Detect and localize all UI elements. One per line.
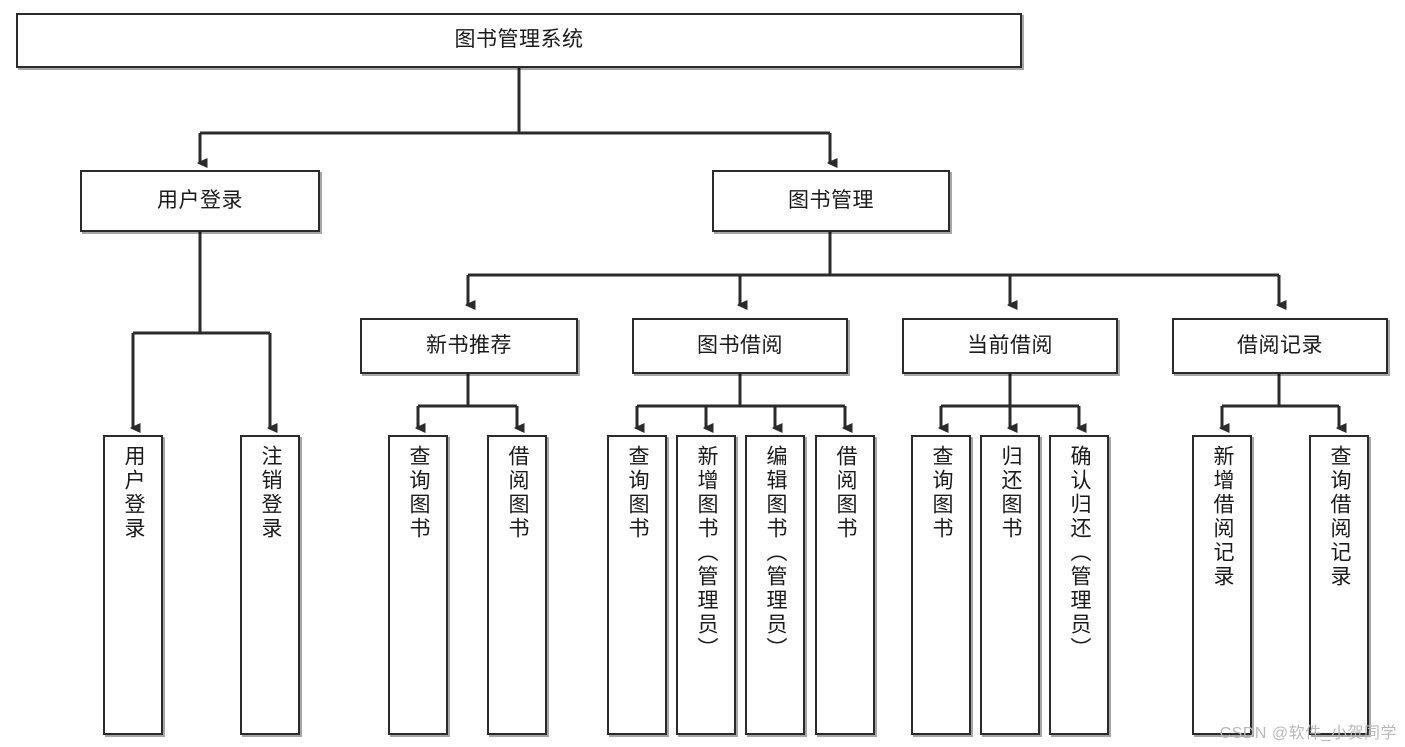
node-new-book-recommend-label: 新书推荐	[426, 333, 512, 357]
leaf-borrow-borrow-book[interactable]: 借阅图书	[815, 435, 875, 735]
leaf-user-login-logout[interactable]: 注销登录	[240, 435, 300, 735]
node-new-book-recommend[interactable]: 新书推荐	[360, 318, 578, 374]
leaf-label: 借阅图书	[506, 445, 530, 541]
leaf-label: 新增图书（管理员）	[695, 445, 719, 661]
node-current-borrow-label: 当前借阅	[967, 333, 1053, 357]
leaf-label: 借阅图书	[834, 445, 858, 541]
leaf-record-add-record[interactable]: 新增借阅记录	[1192, 435, 1252, 735]
leaf-current-return-book[interactable]: 归还图书	[980, 435, 1040, 735]
node-root[interactable]: 图书管理系统	[16, 13, 1022, 68]
leaf-label: 用户登录	[122, 445, 146, 541]
node-book-borrow[interactable]: 图书借阅	[632, 318, 848, 374]
leaf-label: 查询借阅记录	[1328, 445, 1352, 589]
leaf-label: 注销登录	[259, 445, 283, 541]
node-user-login-label: 用户登录	[157, 188, 243, 212]
leaf-label: 确认归还（管理员）	[1068, 445, 1092, 661]
leaf-label: 查询图书	[407, 445, 431, 541]
leaf-label: 归还图书	[999, 445, 1023, 541]
node-current-borrow[interactable]: 当前借阅	[902, 318, 1118, 374]
node-borrow-record-label: 借阅记录	[1237, 333, 1323, 357]
leaf-label: 新增借阅记录	[1211, 445, 1235, 589]
leaf-current-confirm-return-admin[interactable]: 确认归还（管理员）	[1049, 435, 1109, 735]
node-book-management[interactable]: 图书管理	[712, 170, 950, 232]
leaf-label: 查询图书	[626, 445, 650, 541]
leaf-borrow-query-book[interactable]: 查询图书	[607, 435, 667, 735]
leaf-record-query-record[interactable]: 查询借阅记录	[1309, 435, 1369, 735]
leaf-recommend-borrow-book[interactable]: 借阅图书	[487, 435, 547, 735]
leaf-label: 查询图书	[930, 445, 954, 541]
node-user-login[interactable]: 用户登录	[80, 170, 320, 232]
node-book-borrow-label: 图书借阅	[697, 333, 783, 357]
node-root-label: 图书管理系统	[454, 28, 584, 52]
leaf-user-login-login[interactable]: 用户登录	[103, 435, 163, 735]
leaf-label: 编辑图书（管理员）	[764, 445, 788, 661]
leaf-borrow-add-book-admin[interactable]: 新增图书（管理员）	[676, 435, 736, 735]
node-book-management-label: 图书管理	[788, 188, 874, 212]
watermark: CSDN @软件_小贺同学	[1219, 725, 1397, 742]
leaf-current-query-book[interactable]: 查询图书	[911, 435, 971, 735]
leaf-borrow-edit-book-admin[interactable]: 编辑图书（管理员）	[745, 435, 805, 735]
leaf-recommend-query-book[interactable]: 查询图书	[388, 435, 448, 735]
node-borrow-record[interactable]: 借阅记录	[1172, 318, 1388, 374]
